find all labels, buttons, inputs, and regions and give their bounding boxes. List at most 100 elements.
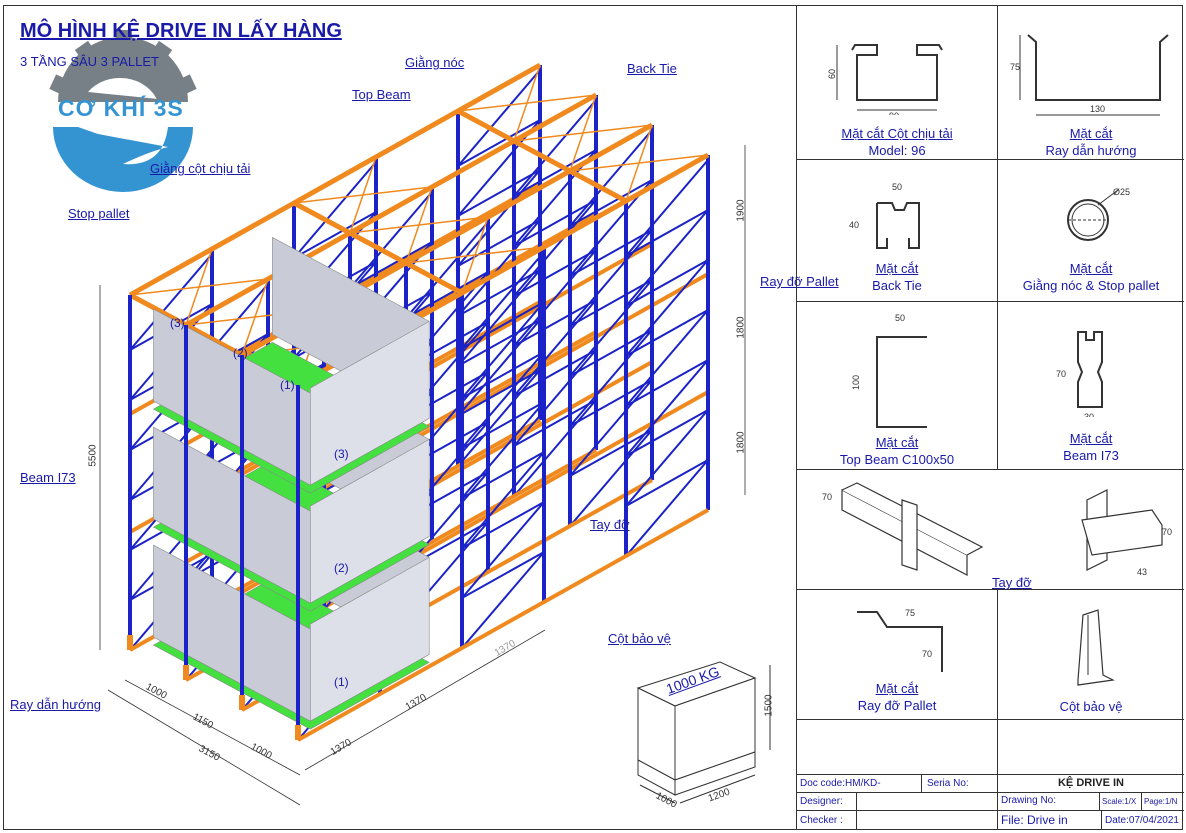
frame-horizontal: [457, 219, 541, 267]
frame-bracing: [457, 269, 541, 367]
section-subtitle: Ray dẫn hướng: [1045, 143, 1137, 158]
frame-bracing: [461, 401, 545, 499]
svg-text:40: 40: [849, 220, 859, 230]
section-subtitle: Top Beam C100x50: [839, 452, 955, 467]
page-subtitle: 3 TẦNG SÂU 3 PALLET: [20, 54, 159, 69]
frame-bracing: [625, 359, 709, 457]
frame-horizontal: [457, 119, 541, 167]
frame-bracing: [461, 251, 545, 349]
cargo-box: [309, 556, 430, 722]
pallet-box-drawing: [636, 661, 771, 804]
frame-horizontal: [625, 409, 709, 457]
frame-bracing: [461, 451, 545, 549]
frame-horizontal: [457, 319, 541, 367]
date: Date:07/04/2021: [1105, 815, 1179, 826]
callout-stop-pallet: Stop pallet: [68, 206, 130, 221]
guide-rail: [297, 508, 709, 742]
frame-bracing: [457, 169, 541, 267]
top-bracing: [405, 186, 433, 264]
callout-ray-dan-huong: Ray dẫn hướng: [10, 697, 101, 712]
section-title: Mặt cắt Cột chịu tải: [841, 126, 953, 141]
frame-horizontal: [461, 451, 545, 499]
frame-bracing: [457, 369, 541, 467]
frame-horizontal: [569, 379, 653, 427]
frame-bracing: [513, 199, 597, 297]
frame-horizontal: [293, 211, 377, 259]
pallet-number: (3): [170, 316, 185, 330]
scale: Scale:1/X: [1102, 797, 1137, 806]
svg-text:75: 75: [1010, 62, 1020, 72]
section-title: Mặt cắt: [875, 435, 919, 450]
seria-no: Seria No:: [927, 778, 969, 789]
section-title: Mặt cắt: [1069, 126, 1113, 141]
pallet-number: (1): [280, 378, 295, 392]
frame-bracing: [461, 301, 545, 399]
frame-bracing: [457, 319, 541, 417]
svg-text:75: 75: [905, 608, 915, 618]
frame-horizontal: [457, 269, 541, 317]
frame-bracing: [457, 219, 541, 317]
file-name: File: Drive in: [1001, 813, 1068, 827]
top-beam: [184, 92, 598, 328]
dimension-line: [107, 689, 301, 806]
frame-horizontal: [457, 169, 541, 217]
frame-horizontal: [457, 369, 541, 417]
frame-bracing: [513, 349, 597, 447]
frame-bracing: [293, 161, 377, 259]
upright-profile-icon: 6090: [827, 44, 943, 115]
designer-label: Designer:: [800, 796, 843, 807]
svg-text:50: 50: [895, 313, 905, 323]
top-beam: [128, 62, 542, 298]
dimension-line: [124, 679, 301, 776]
frame-bracing: [129, 253, 213, 351]
callout-giang-cot-chiu-tai: Giằng cột chịu tải: [150, 161, 251, 176]
frame-bracing: [349, 191, 433, 289]
drawing-border: [3, 5, 1183, 830]
pallet-number: (3): [334, 447, 349, 461]
frame-bracing: [569, 329, 653, 427]
svg-text:70: 70: [822, 492, 832, 502]
top-bracing: [241, 278, 269, 356]
callout-ray-do-pallet: Ray đỡ Pallet: [760, 274, 839, 289]
designer-value: [857, 793, 998, 811]
section-subtitle: Model: 96: [868, 143, 926, 158]
frame-horizontal: [569, 329, 653, 377]
frame-horizontal: [405, 271, 489, 319]
dimension-line: [304, 629, 546, 771]
top-bracing: [349, 156, 377, 234]
title-block-blank: [797, 720, 998, 775]
drawing-no: Drawing No:: [1001, 795, 1057, 806]
frame-bracing: [625, 159, 709, 257]
pallet-number: (2): [233, 346, 248, 360]
doc-code: Doc code:HM/KD-: [800, 778, 881, 789]
gear-logo-icon: [49, 30, 197, 192]
frame-horizontal: [349, 241, 433, 289]
section-subtitle: Beam I73: [1063, 448, 1119, 463]
callout-back-tie: Back Tie: [627, 61, 677, 76]
section-guard-post: Cột bảo vệ: [998, 590, 1184, 720]
frame-bracing: [461, 501, 545, 599]
frame-bracing: [625, 259, 709, 357]
frame-bracing: [461, 351, 545, 449]
section-title: Mặt cắt: [1069, 261, 1113, 276]
pallet-number: (2): [334, 561, 349, 575]
logo-text: CƠ KHÍ 3S: [58, 95, 184, 121]
frame-bracing: [569, 429, 653, 527]
title-block-cell: Date:07/04/2021: [1102, 811, 1184, 830]
dim-total-height: 5500: [87, 444, 99, 467]
page: Page:1/N: [1144, 797, 1178, 806]
section-title: Tay đỡ: [992, 575, 1032, 590]
checker-value: [857, 811, 998, 830]
pallet-number: (1): [334, 675, 349, 689]
svg-text:70: 70: [922, 649, 932, 659]
frame-bracing: [569, 379, 653, 477]
title-block-cell: File: Drive in: [998, 811, 1102, 830]
